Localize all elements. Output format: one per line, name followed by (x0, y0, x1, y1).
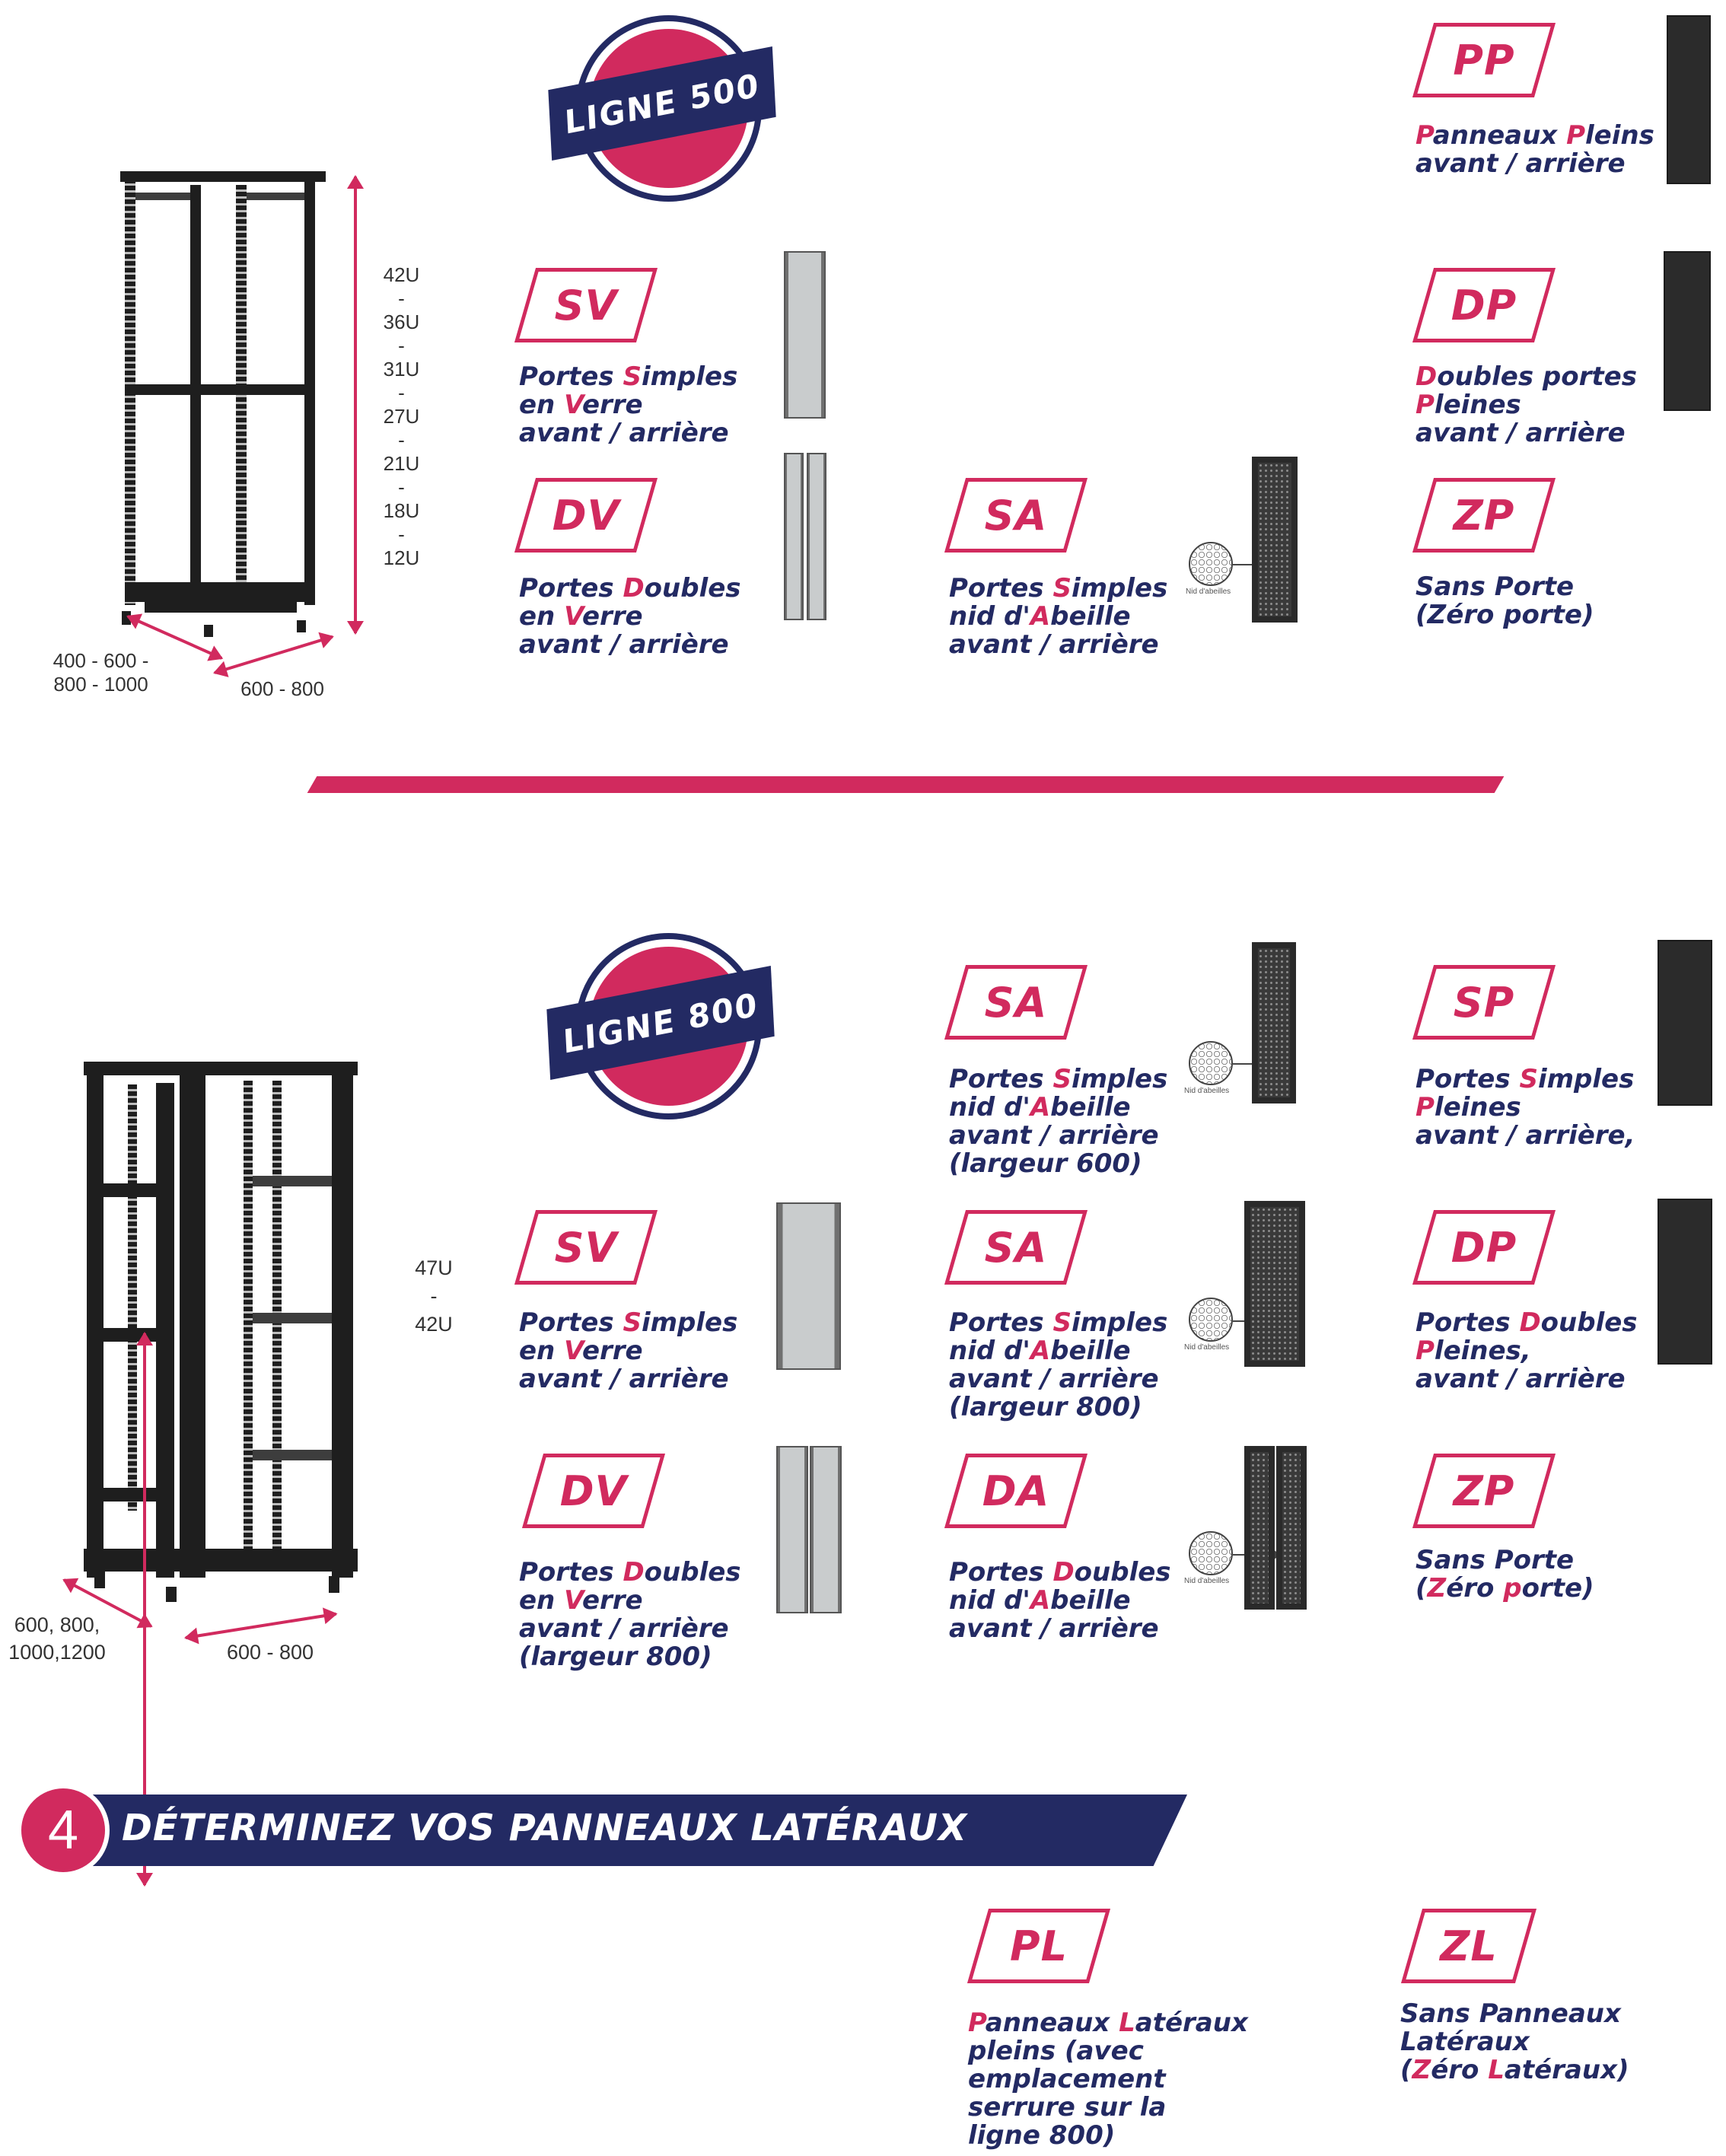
door-dv-500-left-image (784, 453, 804, 620)
badge-zp-500: ZP (1412, 478, 1556, 553)
section-divider (307, 776, 1505, 793)
door-dp-800-image (1658, 1199, 1712, 1365)
door-dv-800-left-image (776, 1446, 808, 1613)
honeycomb-label: Nid d'abeilles (1184, 1343, 1230, 1352)
door-sa-800-600-image (1252, 942, 1296, 1103)
ligne-500-rack-image (114, 171, 331, 637)
badge-da-800: DA (944, 1454, 1088, 1528)
badge-sa-500: SA (944, 478, 1088, 553)
badge-zp-800: ZP (1412, 1454, 1556, 1528)
desc-zp-800: Sans Porte (Zéro porte) (1416, 1545, 1594, 1603)
honeycomb-label: Nid d'abeilles (1184, 1577, 1230, 1585)
door-dv-500-right-image (807, 453, 826, 620)
badge-dv-500: DV (514, 478, 658, 553)
door-sv-800-image (776, 1202, 841, 1370)
ligne-800-width: 600 - 800 (226, 1641, 314, 1664)
desc-dv-800: Portes Doubles en Verre avant / arrière … (519, 1557, 741, 1672)
door-dv-800-right-image (810, 1446, 842, 1613)
badge-dv-800: DV (521, 1454, 666, 1528)
desc-sv-800: Portes Simples en Verre avant / arrière (519, 1307, 738, 1394)
ligne-500-height-arrow (354, 177, 357, 633)
desc-sp-800: Portes Simples Pleines avant / arrière, (1416, 1064, 1635, 1151)
honeycomb-icon (1189, 1531, 1233, 1575)
ligne-800-depth: 600, 800, 1000,1200 (8, 1613, 106, 1664)
desc-da-800: Portes Doubles nid d'Abeille avant / arr… (949, 1557, 1171, 1644)
desc-zl: Sans Panneaux Latéraux (Zéro Latéraux) (1400, 1998, 1629, 2085)
desc-dp-500: Doubles portes Pleines avant / arrière (1416, 361, 1637, 448)
ligne-500-heights: 42U - 36U - 31U - 27U - 21U - 18U - 12U (383, 263, 420, 569)
section-4-header: DÉTERMINEZ VOS PANNEAUX LATÉRAUX (61, 1795, 1187, 1866)
desc-sv-500: Portes Simples en Verre avant / arrière (519, 361, 738, 448)
badge-pp: PP (1412, 23, 1556, 97)
badge-pl: PL (966, 1909, 1111, 1983)
door-sa-800-800-image (1244, 1201, 1305, 1367)
section-4-number: 4 (17, 1784, 110, 1877)
badge-sp-800: SP (1412, 965, 1556, 1040)
door-sv-500-image (784, 251, 826, 419)
badge-sa-800-800: SA (944, 1210, 1088, 1285)
ligne-800-rack-image (84, 1062, 365, 1617)
badge-dp-800: DP (1412, 1210, 1556, 1285)
honeycomb-icon (1189, 1298, 1233, 1342)
honeycomb-label: Nid d'abeilles (1186, 588, 1231, 596)
section-4-title: DÉTERMINEZ VOS PANNEAUX LATÉRAUX (122, 1807, 967, 1849)
honeycomb-icon (1189, 1041, 1233, 1085)
desc-zp-500: Sans Porte (Zéro porte) (1416, 572, 1594, 630)
badge-sa-800-600: SA (944, 965, 1088, 1040)
desc-dv-500: Portes Doubles en Verre avant / arrière (519, 573, 741, 660)
ligne-500-width-arrow (214, 635, 333, 674)
door-sa-500-image (1252, 457, 1298, 623)
door-sp-800-image (1658, 940, 1712, 1106)
desc-sa-800-800: Portes Simples nid d'Abeille avant / arr… (949, 1307, 1168, 1422)
honeycomb-label: Nid d'abeilles (1184, 1087, 1230, 1095)
desc-pl: Panneaux Latéraux pleins (avec emplaceme… (968, 2008, 1248, 2151)
ligne-800-heights: 47U - 42U (415, 1256, 453, 1336)
badge-dp-500: DP (1412, 268, 1556, 342)
desc-pp: Panneaux Pleins avant / arrière (1416, 120, 1654, 179)
door-da-800-right-image (1276, 1446, 1307, 1610)
ligne-500-depth: 400 - 600 - 800 - 1000 (53, 649, 149, 696)
door-da-800-left-image (1244, 1446, 1275, 1610)
honeycomb-icon (1189, 542, 1233, 586)
door-pp-image (1667, 15, 1711, 184)
ligne-500-width: 600 - 800 (240, 677, 324, 700)
desc-sa-800-600: Portes Simples nid d'Abeille avant / arr… (949, 1064, 1168, 1179)
badge-zl: ZL (1400, 1909, 1537, 1983)
badge-sv-500: SV (514, 268, 658, 342)
desc-sa-500: Portes Simples nid d'Abeille avant / arr… (949, 573, 1168, 660)
badge-sv-800: SV (514, 1210, 658, 1285)
desc-dp-800: Portes Doubles Pleines, avant / arrière (1416, 1307, 1638, 1394)
door-dp-500-image (1664, 251, 1711, 411)
